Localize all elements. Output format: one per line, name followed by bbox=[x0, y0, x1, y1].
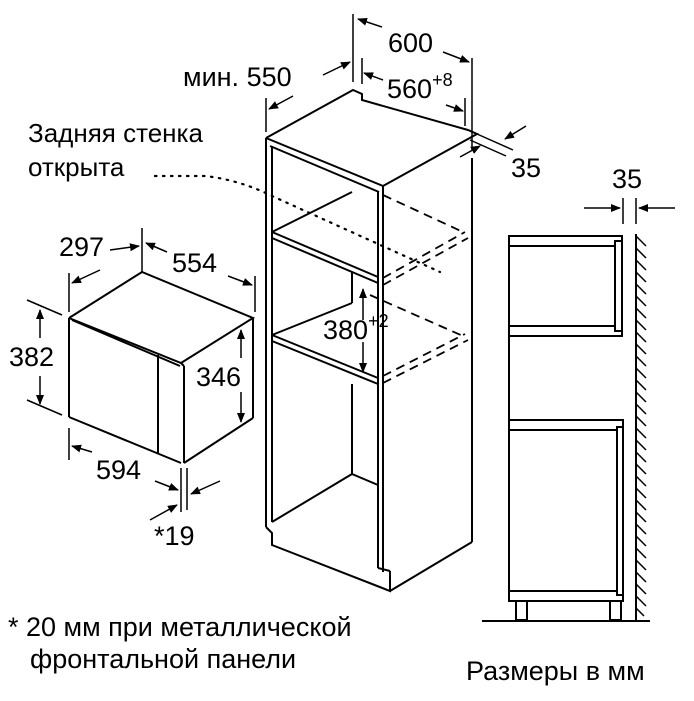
wall-hatch-icon bbox=[635, 235, 647, 617]
dim-side-view-gap: 35 bbox=[612, 164, 642, 194]
side-view-dimensions bbox=[584, 198, 675, 224]
dim-niche-height-value: 380 bbox=[323, 315, 368, 345]
cabinet-drawing bbox=[153, 88, 480, 593]
dim-niche-height: 380+2 bbox=[323, 311, 389, 345]
dim-appliance-width: 594 bbox=[96, 455, 141, 485]
dim-niche-width-tol: +8 bbox=[432, 70, 453, 90]
appliance-drawing bbox=[68, 270, 256, 464]
label-back-wall-line1: Задняя стенка bbox=[28, 118, 203, 148]
dim-niche-height-tol: +2 bbox=[368, 311, 389, 331]
dim-niche-width: 560+8 bbox=[387, 70, 453, 104]
dim-appliance-height: 382 bbox=[9, 342, 54, 372]
cabinet-dimensions bbox=[265, 14, 527, 373]
dim-min-value: 550 bbox=[247, 62, 292, 92]
appliance-dimensions bbox=[26, 228, 256, 521]
dim-appliance-depth-top: 297 bbox=[59, 232, 104, 262]
dim-side-gap: 35 bbox=[511, 153, 541, 183]
dim-appliance-depth-side: 554 bbox=[172, 248, 217, 278]
dim-niche-width-value: 560 bbox=[387, 74, 432, 104]
dim-cabinet-width: 600 bbox=[388, 28, 433, 58]
dim-appliance-inner-height: 346 bbox=[196, 362, 241, 392]
footnote-line2: фронтальной панели bbox=[30, 644, 296, 674]
dim-cabinet-depth-min: мин. 550 bbox=[183, 62, 292, 92]
footnote-line1: * 20 мм при металлической bbox=[8, 612, 352, 642]
label-back-wall-line2: открыта bbox=[28, 152, 125, 182]
dim-min-prefix: мин. bbox=[183, 62, 239, 92]
units-label: Размеры в мм bbox=[466, 656, 645, 686]
dim-front-panel: *19 bbox=[154, 521, 195, 551]
side-view-drawing bbox=[482, 234, 650, 622]
